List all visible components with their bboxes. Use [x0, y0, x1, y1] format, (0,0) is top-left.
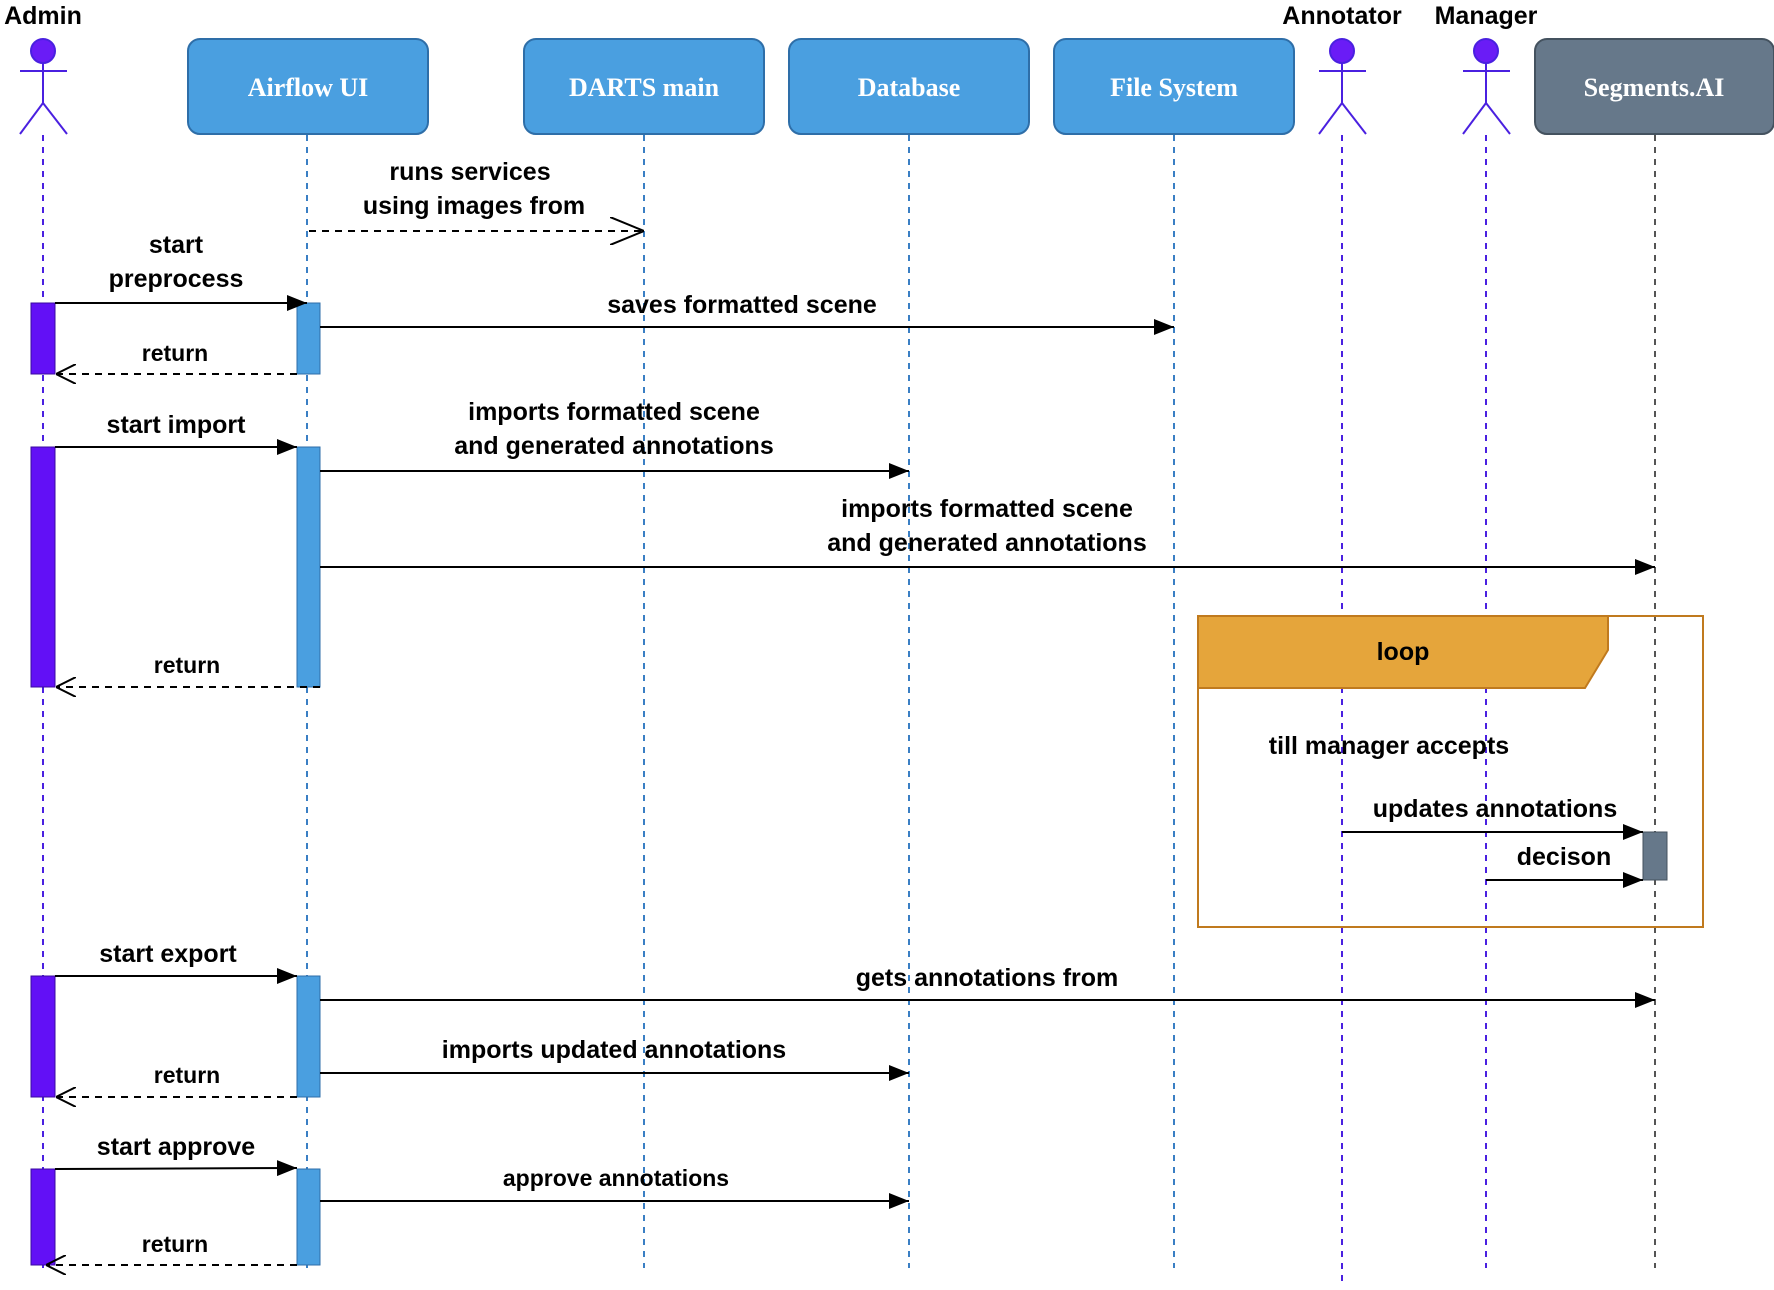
message-label-line: runs services — [389, 158, 550, 186]
message-start-export: start export — [55, 940, 297, 984]
message-label: return — [154, 652, 220, 678]
actor-manager: Manager — [1435, 2, 1538, 135]
message-approve-annotations: approve annotations — [320, 1165, 909, 1209]
message-label: return — [142, 340, 208, 366]
loop-header — [1197, 615, 1609, 689]
message-label: start export — [99, 940, 237, 968]
participant-segments-ai: Segments.AI — [1534, 38, 1774, 135]
activation-airflow-4 — [296, 1168, 321, 1266]
message-gets-annotations: gets annotations from — [320, 964, 1655, 1008]
message-start-preprocess: start preprocess — [55, 231, 307, 311]
activation-airflow-1 — [296, 302, 321, 375]
stick-figure-icon — [1318, 38, 1367, 135]
message-label: return — [154, 1062, 220, 1088]
actor-annotator-label: Annotator — [1282, 2, 1402, 30]
participant-darts-main-label: DARTS main — [569, 73, 720, 102]
actor-admin-label: Admin — [4, 2, 82, 30]
participant-database-label: Database — [858, 73, 961, 102]
stick-figure-icon — [1462, 38, 1511, 135]
participant-darts-main: DARTS main — [523, 38, 765, 135]
actor-admin: Admin — [4, 2, 82, 135]
activation-admin-3 — [30, 975, 56, 1098]
activation-segments — [1642, 831, 1668, 881]
message-return-3: return — [56, 1062, 297, 1097]
loop-condition: till manager accepts — [1269, 732, 1509, 760]
message-imports-database: imports formatted scene and generated an… — [320, 398, 909, 479]
message-updates-annotations: updates annotations — [1342, 795, 1643, 840]
message-label: return — [142, 1231, 208, 1257]
activation-airflow-2 — [296, 446, 321, 688]
stick-figure-icon — [19, 38, 68, 135]
activation-admin-4 — [30, 1168, 56, 1266]
actor-annotator: Annotator — [1282, 2, 1402, 135]
message-label: start import — [107, 411, 247, 439]
actor-manager-label: Manager — [1435, 2, 1538, 30]
message-saves-formatted-scene: saves formatted scene — [320, 291, 1174, 335]
message-label-line: preprocess — [109, 265, 244, 293]
activation-admin-2 — [30, 446, 56, 688]
message-label-line: and generated annotations — [454, 432, 773, 460]
loop-fragment: loop till manager accepts — [1197, 615, 1704, 928]
participant-file-system: File System — [1053, 38, 1295, 135]
loop-label: loop — [1377, 638, 1430, 666]
message-return-4: return — [46, 1231, 297, 1265]
message-label: approve annotations — [503, 1165, 729, 1191]
participant-airflow-ui: Airflow UI — [187, 38, 429, 135]
message-label-line: start — [149, 231, 204, 259]
message-decison: decison — [1486, 843, 1643, 888]
message-return-2: return — [56, 652, 320, 687]
participant-file-system-label: File System — [1110, 73, 1238, 102]
participant-database: Database — [788, 38, 1030, 135]
participant-airflow-ui-label: Airflow UI — [248, 73, 369, 102]
activation-airflow-3 — [296, 975, 321, 1098]
message-start-approve: start approve — [54, 1133, 298, 1177]
message-return-1: return — [56, 340, 297, 374]
activation-admin-1 — [30, 302, 56, 375]
message-label: updates annotations — [1373, 795, 1617, 823]
message-label-line: and generated annotations — [827, 529, 1146, 557]
message-label: saves formatted scene — [607, 291, 877, 319]
message-imports-updated: imports updated annotations — [320, 1036, 909, 1081]
message-label: decison — [1517, 843, 1611, 871]
message-label-line: imports formatted scene — [468, 398, 760, 426]
message-label: imports updated annotations — [442, 1036, 786, 1064]
message-label-line: using images from — [363, 192, 585, 220]
message-label: start approve — [97, 1133, 255, 1161]
participant-segments-ai-label: Segments.AI — [1584, 73, 1725, 102]
message-label-line: imports formatted scene — [841, 495, 1133, 523]
message-imports-segments: imports formatted scene and generated an… — [320, 495, 1655, 575]
message-label: gets annotations from — [856, 964, 1119, 992]
message-runs-services: runs services using images from — [309, 158, 644, 231]
message-start-import: start import — [55, 411, 297, 455]
